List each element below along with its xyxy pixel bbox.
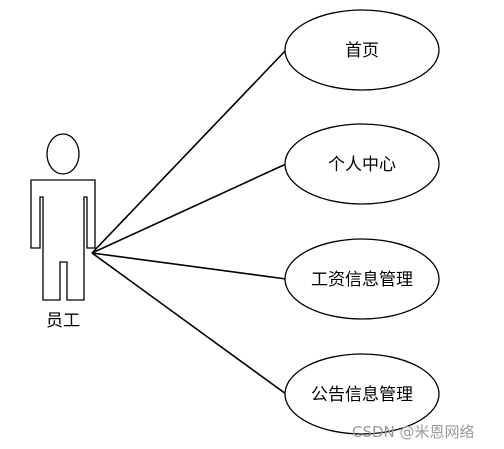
use-case-home: 首页 xyxy=(284,9,440,91)
association-line-salary-management xyxy=(91,252,287,280)
use-case-ellipse xyxy=(284,353,440,435)
use-case-salary-management: 工资信息管理 xyxy=(284,238,440,320)
actor-head xyxy=(46,133,80,175)
use-case-personal-center: 个人中心 xyxy=(284,123,440,205)
association-line-home xyxy=(91,49,287,254)
use-case-label: 首页 xyxy=(345,41,379,61)
watermark-text: CSDN @米恩网络 xyxy=(352,423,475,441)
use-case-ellipse xyxy=(284,9,440,91)
actor-body xyxy=(30,179,96,301)
association-lines xyxy=(91,49,287,395)
actor-figure xyxy=(30,133,96,301)
use-case-notice-management: 公告信息管理 xyxy=(284,353,440,435)
use-case-ellipse xyxy=(284,238,440,320)
association-line-notice-management xyxy=(91,252,287,395)
use-case-label: 个人中心 xyxy=(328,155,396,175)
association-line-personal-center xyxy=(91,163,287,254)
use-case-label: 公告信息管理 xyxy=(311,385,413,405)
use-case-label: 工资信息管理 xyxy=(311,270,413,290)
use-case-ellipse xyxy=(284,123,440,205)
actor-label: 员工 xyxy=(46,311,80,331)
